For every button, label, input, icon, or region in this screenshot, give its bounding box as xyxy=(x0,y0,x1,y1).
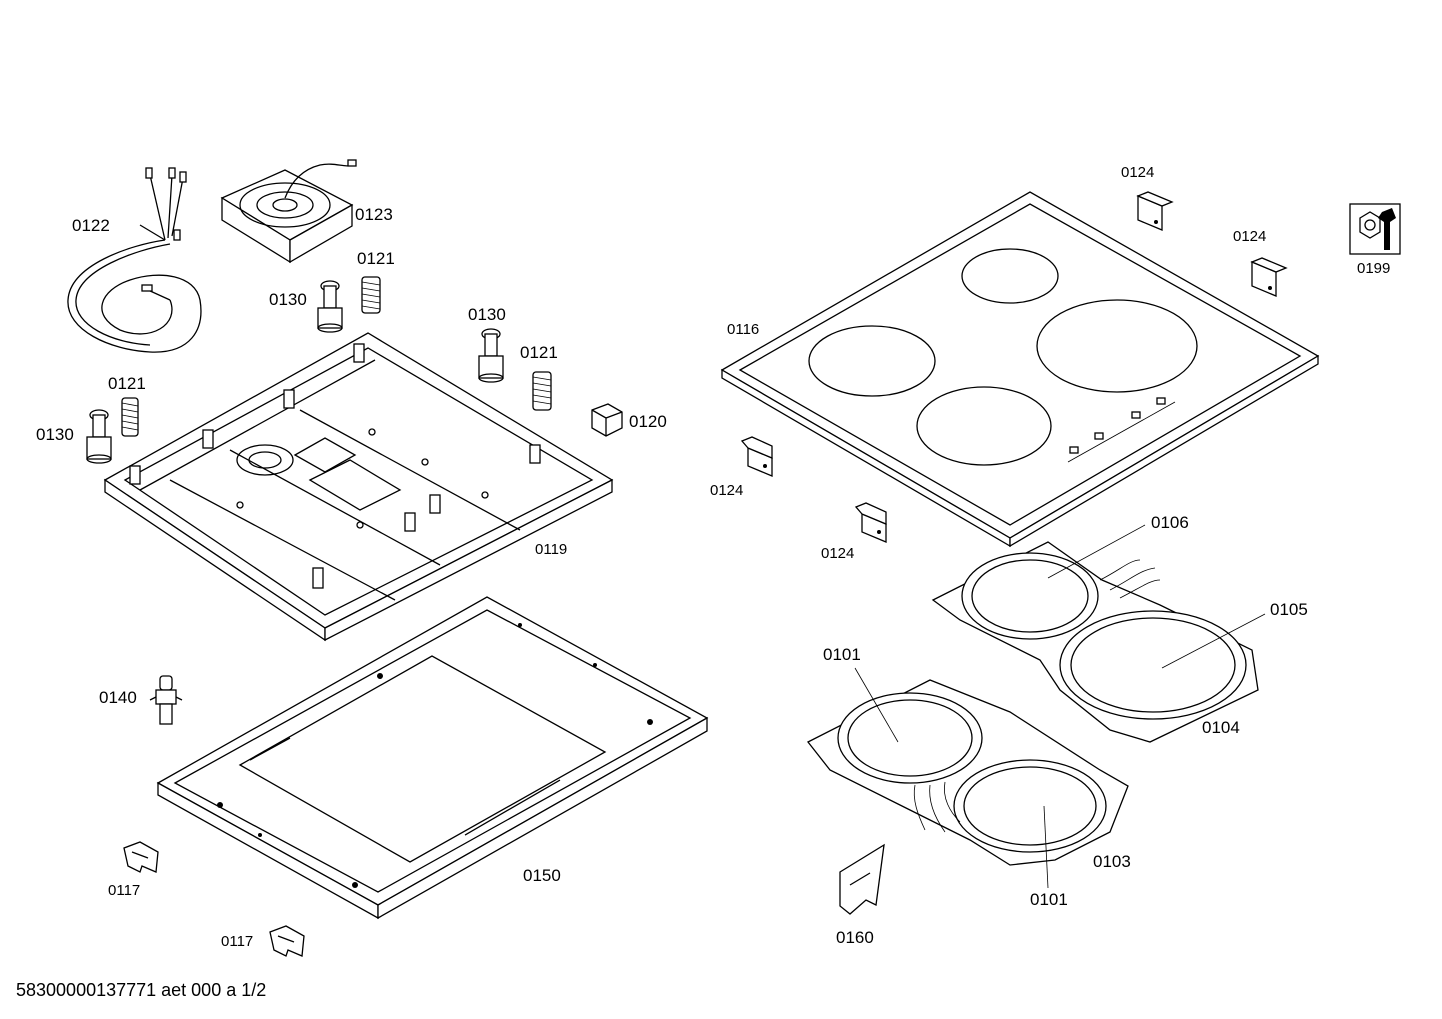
heating-element-0106[interactable] xyxy=(961,552,1099,640)
service-tool-icon[interactable] xyxy=(1349,203,1401,255)
label-0121-right: 0121 xyxy=(520,343,558,362)
label-0120: 0120 xyxy=(629,412,667,431)
glass-top-0116[interactable] xyxy=(720,191,1320,548)
cooking-zone-right-large xyxy=(1036,299,1198,393)
spring-0121-top[interactable] xyxy=(361,276,381,314)
cooking-zone-front xyxy=(916,386,1052,466)
foot-0130-top[interactable] xyxy=(317,280,343,333)
holder-0124-b[interactable] xyxy=(1250,257,1288,297)
fan-0123[interactable] xyxy=(220,159,357,264)
label-0130-mid: 0130 xyxy=(468,305,506,324)
bracket-0117-a[interactable] xyxy=(123,841,159,873)
cooking-zone-left xyxy=(808,325,936,397)
label-0130-left: 0130 xyxy=(36,425,74,444)
label-0124-c: 0124 xyxy=(710,482,743,499)
foot-0130-mid[interactable] xyxy=(478,328,504,383)
holder-0124-d[interactable] xyxy=(854,502,887,543)
cooking-zone-rear-small xyxy=(961,248,1059,304)
label-0116: 0116 xyxy=(727,321,759,338)
document-footer: 58300000137771 aet 000 a 1/2 xyxy=(16,980,267,1000)
label-0101-top: 0101 xyxy=(823,645,861,664)
spring-0121-left[interactable] xyxy=(121,397,139,437)
label-0140: 0140 xyxy=(99,688,137,707)
label-0101-bottom: 0101 xyxy=(1030,890,1068,909)
label-0117-b: 0117 xyxy=(221,933,253,950)
label-0119: 0119 xyxy=(535,541,567,558)
part-0160[interactable] xyxy=(839,843,885,915)
label-0103: 0103 xyxy=(1093,852,1131,871)
cable-harness-0122[interactable] xyxy=(67,167,202,353)
label-0130-top: 0130 xyxy=(269,290,307,309)
label-0123: 0123 xyxy=(355,205,393,224)
heater-plate-0103[interactable] xyxy=(806,679,1129,866)
label-0160: 0160 xyxy=(836,928,874,947)
label-0121-top: 0121 xyxy=(357,249,395,268)
holder-0124-a[interactable] xyxy=(1136,191,1174,231)
label-0122: 0122 xyxy=(72,216,110,235)
spring-0121-right[interactable] xyxy=(532,371,552,411)
base-tray-0150[interactable] xyxy=(156,596,709,920)
latch-0140[interactable] xyxy=(149,675,183,725)
holder-0124-c[interactable] xyxy=(740,436,773,477)
bracket-0117-b[interactable] xyxy=(269,925,305,957)
part-labels: 0122 0123 0121 0130 0130 0121 0121 0130 … xyxy=(36,164,1390,950)
label-0124-d: 0124 xyxy=(821,545,854,562)
label-0117-a: 0117 xyxy=(108,882,140,899)
label-0199: 0199 xyxy=(1357,260,1390,277)
heating-element-0101-left[interactable] xyxy=(837,692,983,784)
heating-element-0105[interactable] xyxy=(1059,610,1247,720)
leader-lines xyxy=(854,524,1266,889)
label-0105: 0105 xyxy=(1270,600,1308,619)
label-0104: 0104 xyxy=(1202,718,1240,737)
label-0106: 0106 xyxy=(1151,513,1189,532)
housing-0119[interactable] xyxy=(103,332,614,642)
label-0121-left: 0121 xyxy=(108,374,146,393)
heater-plate-0104[interactable] xyxy=(931,541,1259,743)
label-0124-a: 0124 xyxy=(1121,164,1154,181)
label-0150: 0150 xyxy=(523,866,561,885)
heating-element-0101-right[interactable] xyxy=(953,759,1107,853)
foot-0130-left[interactable] xyxy=(86,409,112,464)
label-0124-b: 0124 xyxy=(1233,228,1266,245)
clip-0120[interactable] xyxy=(591,403,623,437)
